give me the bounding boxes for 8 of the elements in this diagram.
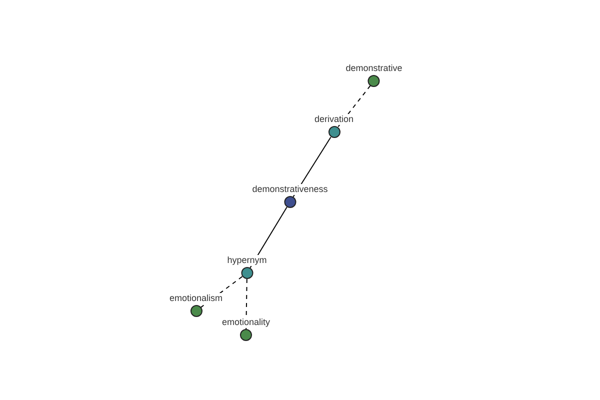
node-label: demonstrativeness [251, 184, 329, 195]
node-label: derivation [313, 114, 355, 125]
node-label: hypernym [226, 255, 268, 266]
node-label: emotionality [220, 317, 272, 328]
dashed-connector [246, 278, 248, 330]
dashed-connector [337, 85, 371, 128]
node-label: demonstrative [344, 63, 404, 74]
node-label: emotionalism [168, 293, 224, 304]
